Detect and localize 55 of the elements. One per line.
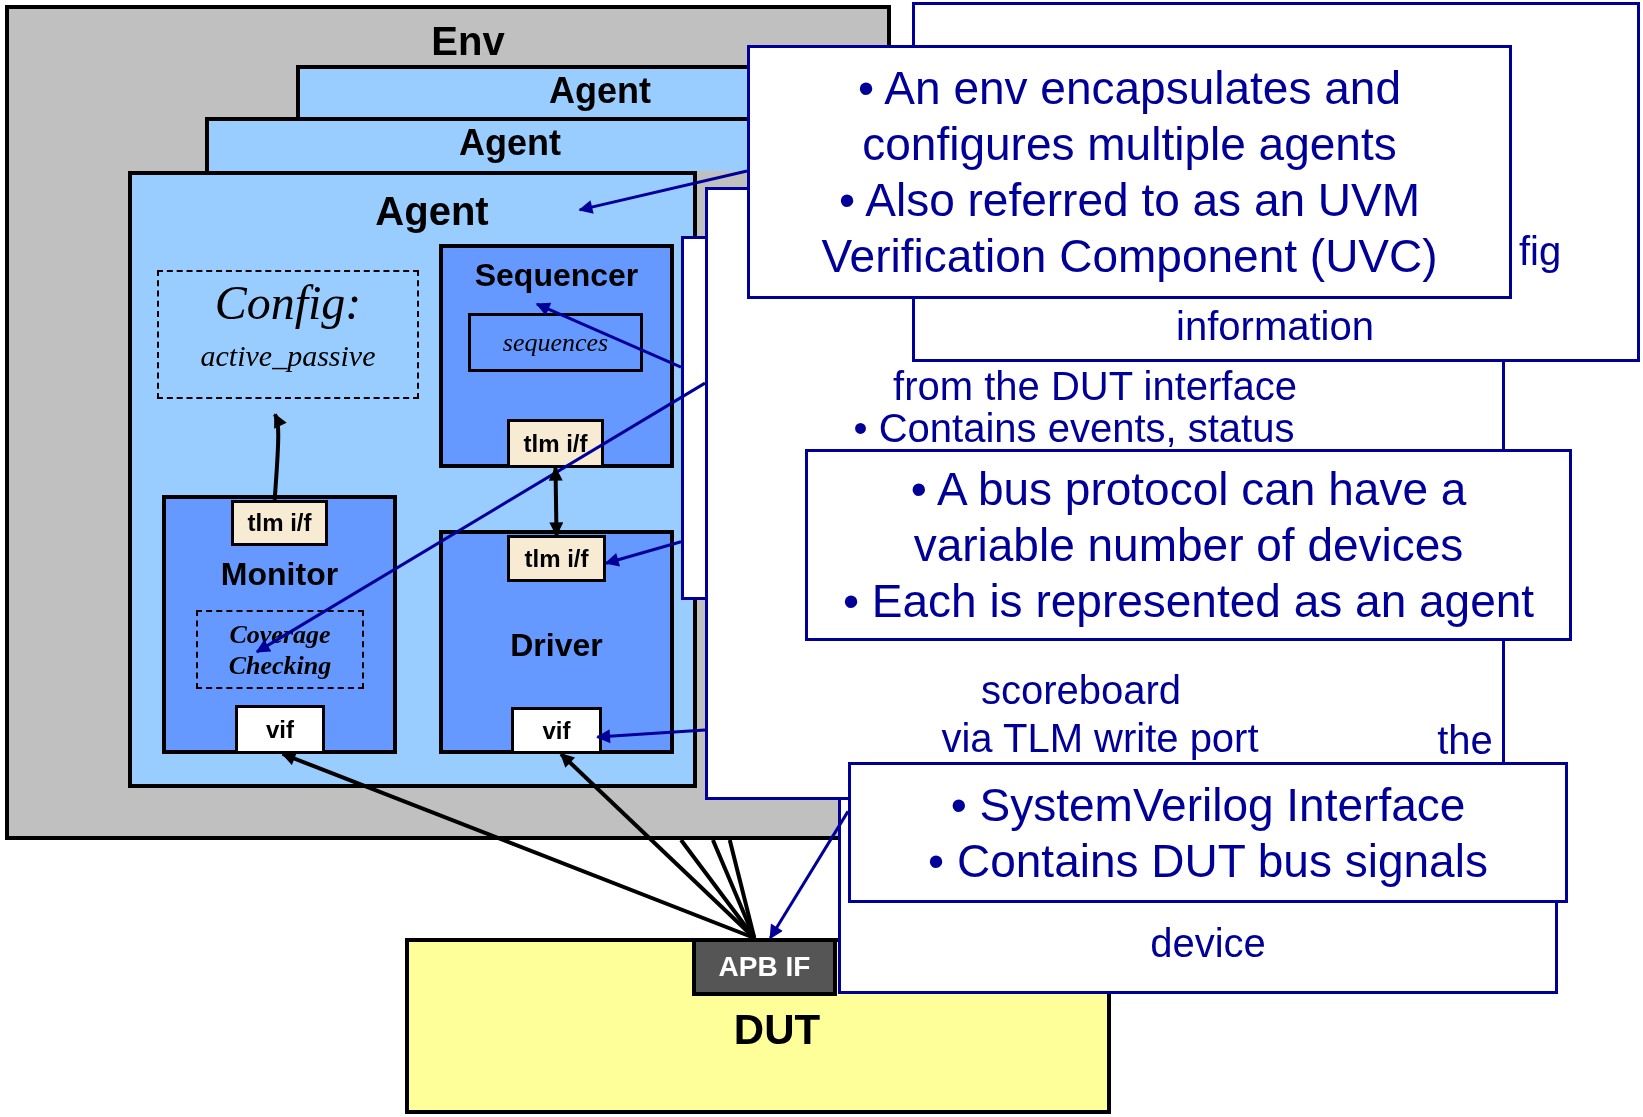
leader-arrow (255, 381, 706, 654)
monitor-box (162, 495, 397, 754)
callout-text: • A bus protocol can have a variable number of devices (909, 462, 1468, 573)
sequencer-box (439, 244, 674, 468)
tlm-port-box (507, 419, 604, 468)
callout-text: • An env encapsulates and configures multiple agents (857, 61, 1402, 172)
sequences-label: sequences (502, 327, 609, 358)
agent-label: Agent (458, 122, 562, 164)
callout-tooltip (805, 449, 1572, 641)
callout-text: from the DUT interface (892, 364, 1298, 408)
callout-text: the (1436, 718, 1494, 762)
agent-label: Agent (548, 70, 652, 112)
vif-port-box (511, 707, 602, 754)
callout-tooltip (848, 762, 1568, 903)
agent-box (296, 65, 747, 117)
leader-arrow (535, 302, 682, 369)
config-box (157, 270, 419, 399)
sequencer-label: Sequencer (473, 256, 640, 294)
monitor-label: Monitor (219, 555, 340, 593)
port-label: tlm i/f (247, 509, 312, 537)
vif-port-box (235, 705, 325, 754)
callout-text: scoreboard (981, 668, 1181, 712)
callout-text: fig (1517, 229, 1563, 273)
sequences-box (468, 313, 643, 372)
callout-text: • Each is represented as an agent (842, 574, 1535, 629)
arrow (272, 413, 287, 501)
connector-line (727, 839, 757, 939)
port-label: tlm i/f (524, 544, 589, 573)
tlm-port-box (231, 500, 328, 546)
port-label: tlm i/f (523, 429, 588, 458)
agent-label: Agent (374, 188, 490, 234)
callout-text: • Contains events, status (852, 406, 1296, 450)
port-label: vif (542, 716, 571, 745)
tlm-port-box (507, 535, 606, 582)
callout-text: device (1149, 921, 1267, 965)
arrow (548, 466, 564, 537)
callout-text: • Contains DUT bus signals (928, 833, 1488, 889)
driver-box (439, 530, 674, 754)
config-value: active_passive (199, 338, 377, 374)
config-label: Config: (213, 276, 363, 330)
interface-label: APB IF (718, 951, 811, 983)
agent-box (205, 117, 747, 171)
callout-text: information (1175, 304, 1375, 348)
agent-box (128, 171, 697, 788)
callout-text: • SystemVerilog Interface (950, 777, 1466, 833)
callout-text: • Also referred to as an UVM Verification Component (UVC) (820, 173, 1439, 284)
port-label: vif (266, 715, 294, 744)
callout-text: via TLM write port (940, 716, 1260, 760)
leader-arrow (596, 728, 706, 744)
driver-label: Driver (509, 626, 604, 664)
env-label: Env (430, 18, 506, 64)
dut-label: DUT (732, 1006, 822, 1054)
leader-arrow (604, 540, 682, 567)
leader-arrow (769, 810, 850, 940)
callout-tooltip (747, 45, 1512, 299)
